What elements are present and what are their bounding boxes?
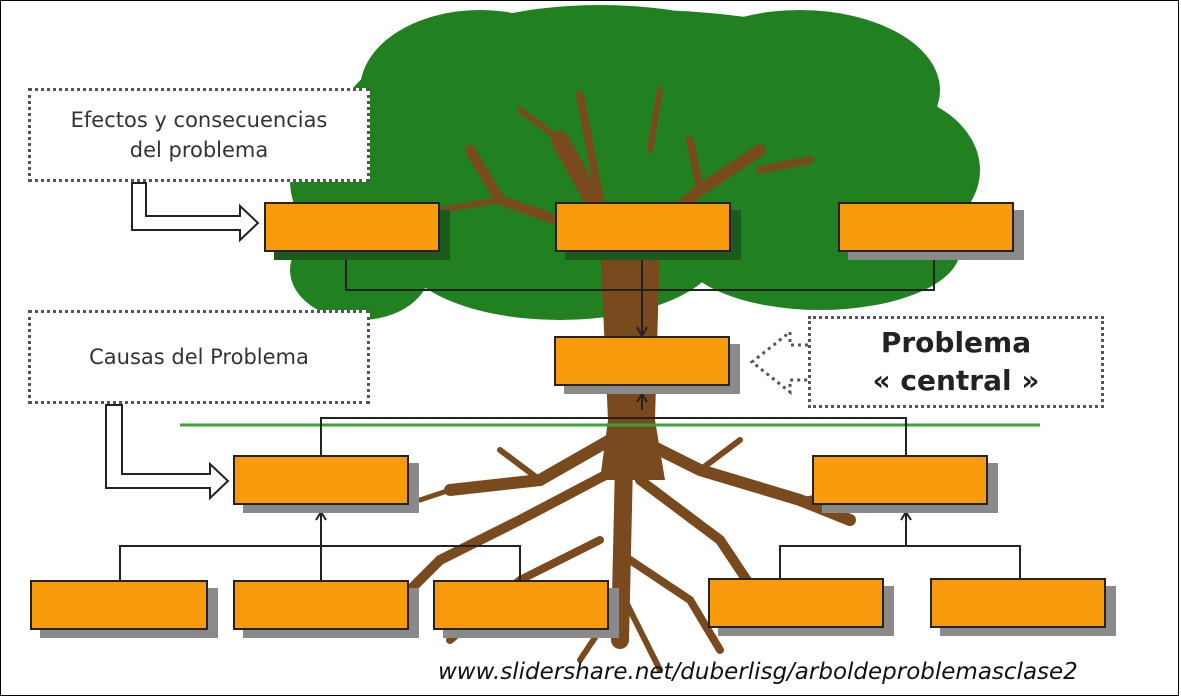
connector-lines bbox=[119, 252, 1021, 580]
central-problem-box bbox=[554, 336, 740, 394]
causes-label: Causas del Problema bbox=[89, 345, 309, 369]
effects-label-line-2: del problema bbox=[129, 138, 269, 162]
cause-box-1 bbox=[233, 455, 419, 513]
effects-label-box: Efectos y consecuencias del problema bbox=[28, 88, 370, 182]
subcause-box-3 bbox=[433, 580, 619, 638]
subcause-box-2 bbox=[233, 580, 419, 638]
central-pointer-arrow bbox=[749, 328, 808, 396]
tree-roots bbox=[395, 411, 863, 673]
source-url: www.slidershare.net/duberlisg/arboldepro… bbox=[438, 659, 1078, 685]
effects-hollow-arrow bbox=[131, 182, 260, 243]
effect-box-3 bbox=[838, 202, 1024, 260]
central-label-line-2: « central » bbox=[872, 364, 1040, 397]
central-problem-label-box: Problema « central » bbox=[808, 316, 1104, 408]
central-label-line-1: Problema bbox=[880, 326, 1032, 359]
subcause-box-1 bbox=[30, 580, 218, 638]
causes-hollow-arrow bbox=[105, 404, 230, 501]
effects-label-line-1: Efectos y consecuencias bbox=[70, 108, 328, 132]
causes-label-box: Causas del Problema bbox=[28, 310, 370, 404]
subcause-box-5 bbox=[930, 578, 1116, 636]
subcause-box-4 bbox=[708, 578, 894, 636]
effect-box-1 bbox=[264, 202, 450, 260]
effect-box-2 bbox=[555, 202, 741, 260]
cause-box-2 bbox=[812, 455, 998, 513]
